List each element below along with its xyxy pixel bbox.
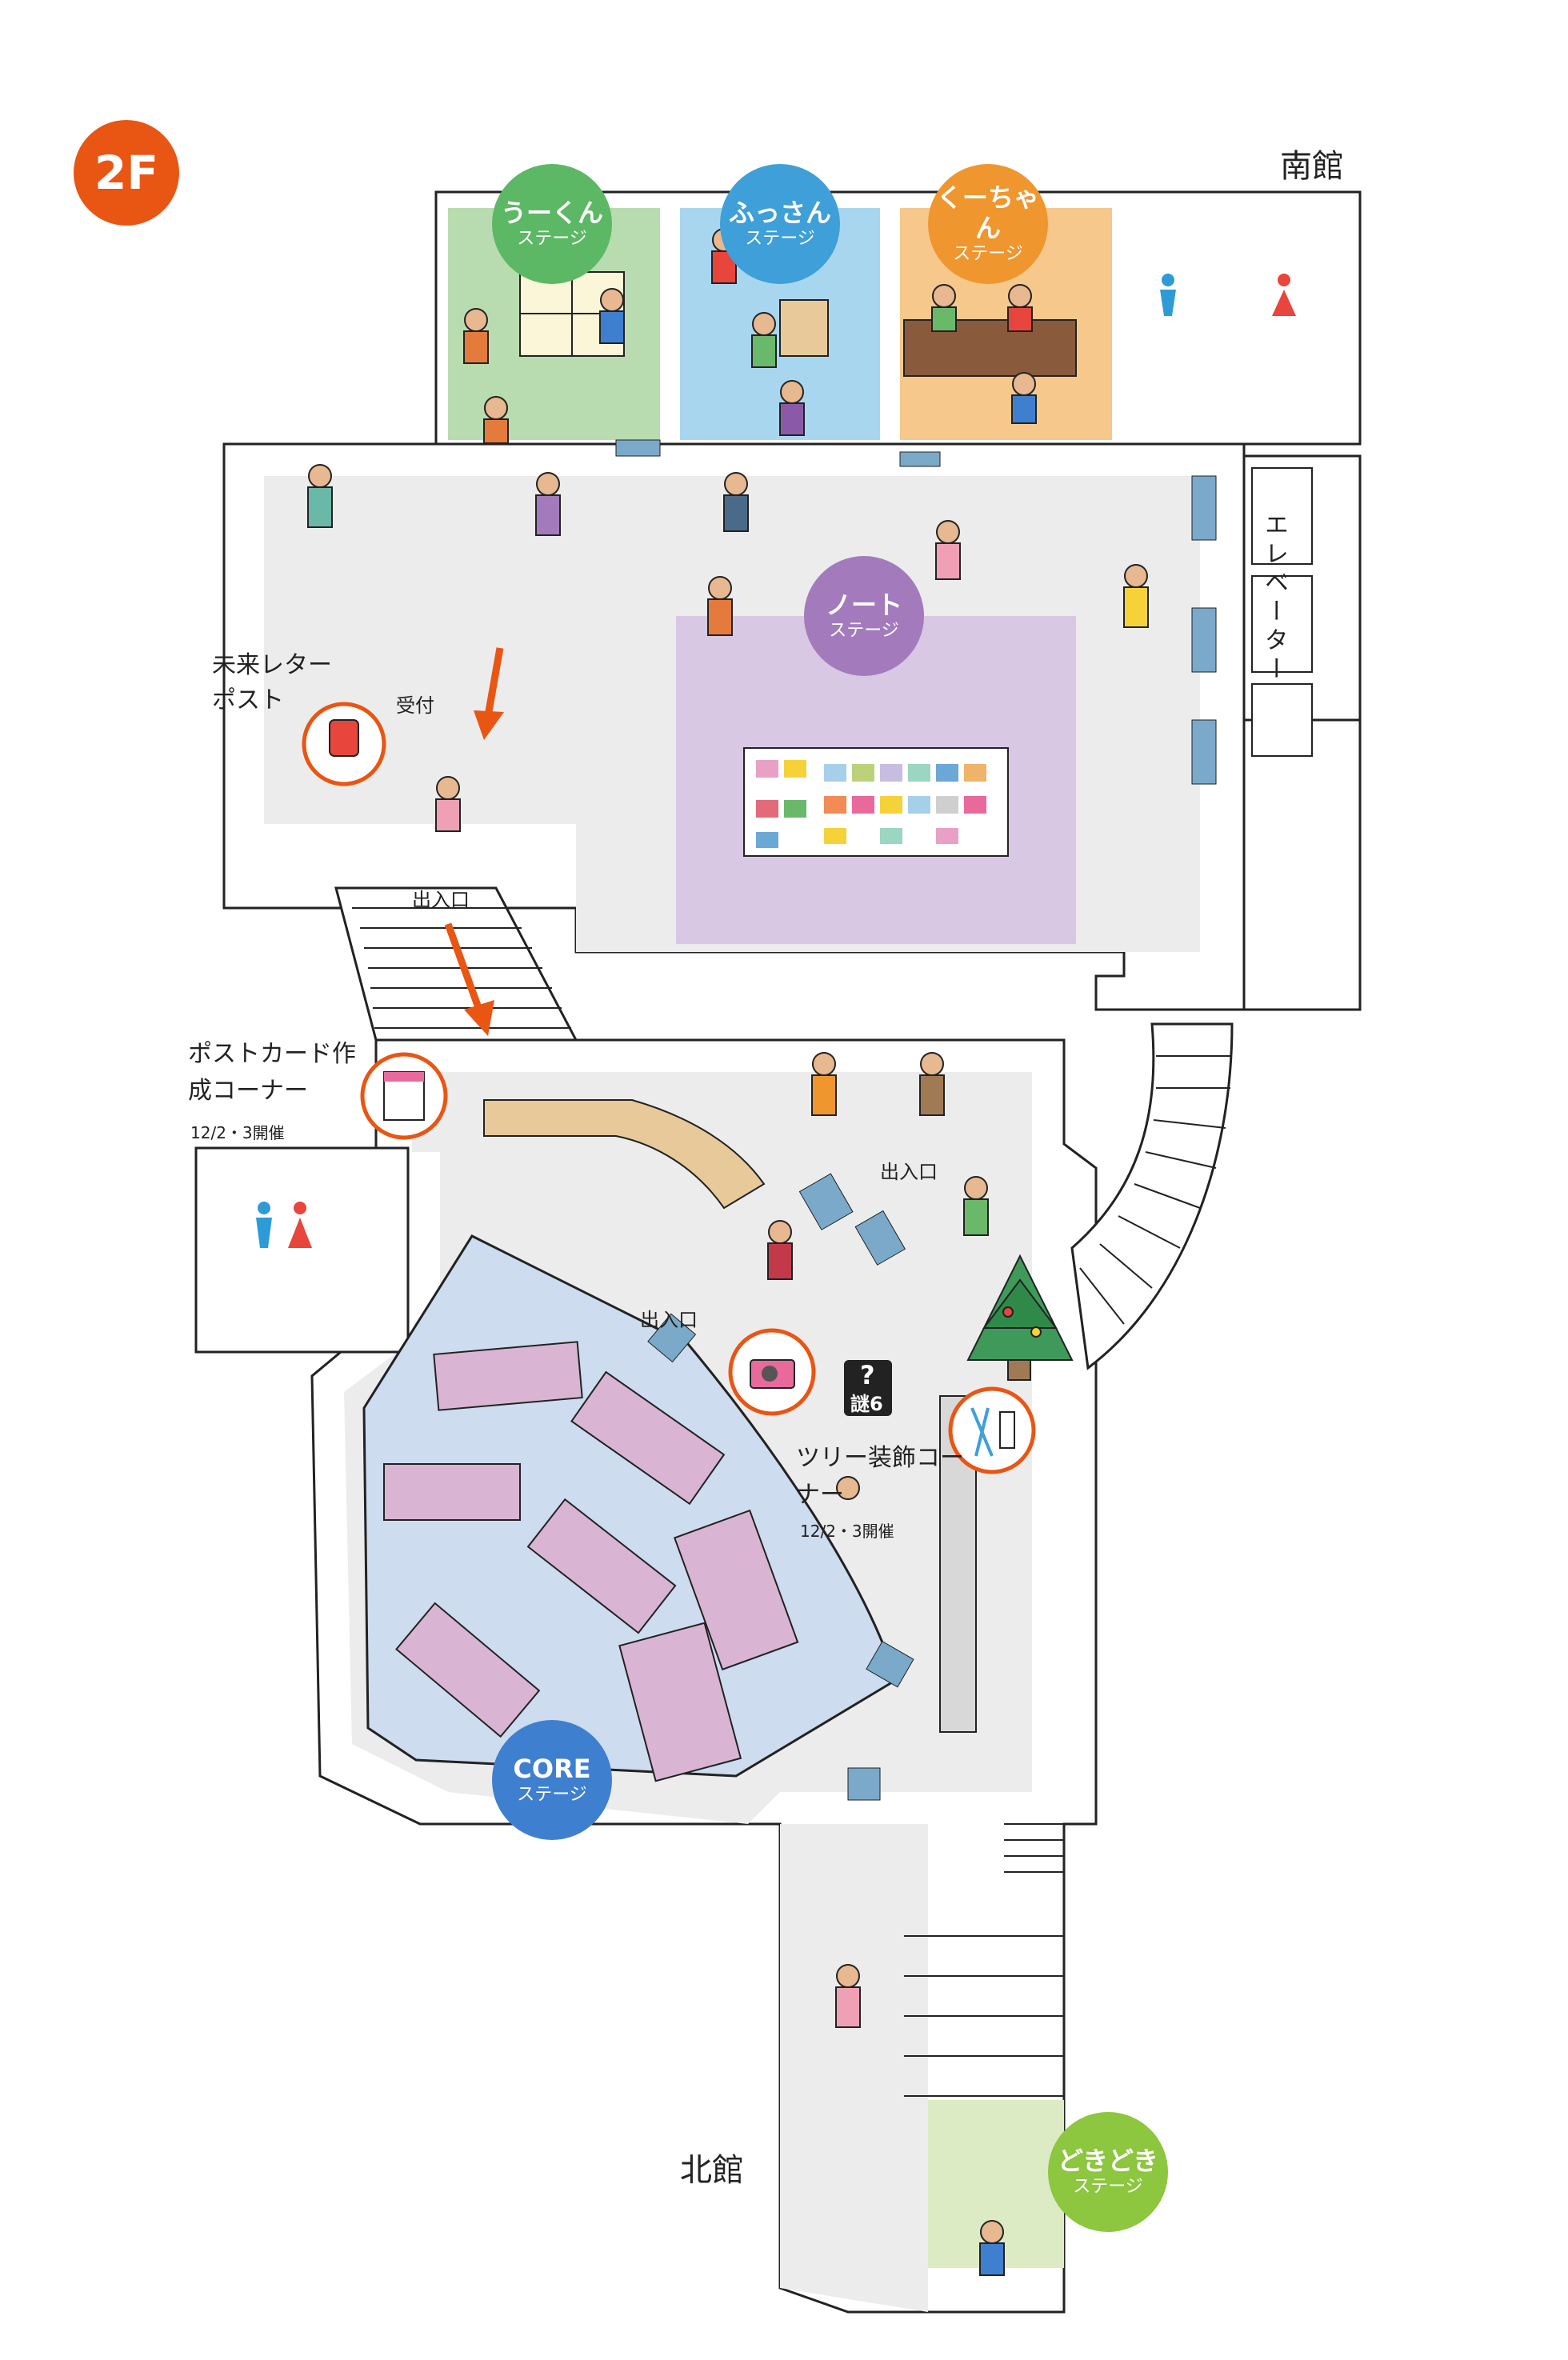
note-stage-badge[interactable]: ノート ステージ bbox=[804, 556, 924, 676]
south-building-label: 南館 bbox=[1280, 148, 1344, 185]
yoga-mats bbox=[383, 1341, 799, 1782]
kuchan-table bbox=[903, 319, 1077, 377]
future-post-label: 未来レターポスト bbox=[212, 651, 332, 714]
reception-label: 受付 bbox=[396, 694, 434, 717]
stage-name: ノート bbox=[825, 590, 902, 620]
stage-name: CORE bbox=[513, 1754, 591, 1784]
stage-name: うーくん bbox=[500, 198, 603, 228]
stage-sub: ステージ bbox=[745, 229, 815, 249]
tree-corner-label: ツリー装飾コーナー bbox=[796, 1444, 964, 1509]
stairs bbox=[352, 907, 1232, 2097]
stage-name: くーちゃん bbox=[936, 182, 1039, 243]
entrance-label: 出入口 bbox=[640, 1309, 698, 1331]
core-stage-badge[interactable]: CORE ステージ bbox=[492, 1720, 612, 1840]
stage-sub: ステージ bbox=[829, 621, 899, 641]
elevator-boxes bbox=[1251, 467, 1313, 757]
question-mark-icon: ? bbox=[860, 1360, 875, 1390]
fussan-stage-badge[interactable]: ふっさん ステージ bbox=[720, 164, 840, 284]
ukun-stage-badge[interactable]: うーくん ステージ bbox=[492, 164, 612, 284]
kuchan-stage-badge[interactable]: くーちゃん ステージ bbox=[928, 164, 1048, 284]
entrance-label: 出入口 bbox=[880, 1161, 938, 1183]
stage-sub: ステージ bbox=[953, 244, 1023, 264]
stage-sub: ステージ bbox=[517, 229, 587, 249]
postcard-corner-label: ポストカード作成コーナー bbox=[188, 1040, 356, 1105]
doors bbox=[615, 439, 1217, 1801]
entrance-label: 出入口 bbox=[412, 889, 470, 911]
elevator-label: エレベーター bbox=[1260, 512, 1288, 685]
stage-sub: ステージ bbox=[517, 1785, 587, 1805]
postcard-dates-label: 12/2・3開催 bbox=[190, 1123, 285, 1142]
restroom-icon bbox=[256, 274, 1296, 1248]
north-building-label: 北館 bbox=[680, 2152, 744, 2189]
tree-dates-label: 12/2・3開催 bbox=[800, 1522, 894, 1541]
stage-sub: ステージ bbox=[1073, 2177, 1143, 2197]
note-cards bbox=[756, 760, 986, 848]
tree-icon bbox=[966, 1254, 1074, 1381]
bench bbox=[483, 1099, 766, 1210]
stage-name: ふっさん bbox=[728, 198, 831, 228]
fussan-table bbox=[779, 299, 829, 357]
mystery-icon bbox=[844, 1360, 892, 1416]
mystery-label: 謎6 bbox=[850, 1393, 883, 1415]
visitors bbox=[307, 228, 1149, 2276]
floor-badge: 2F bbox=[74, 120, 179, 226]
stage-name: どきどき bbox=[1057, 2146, 1159, 2176]
dokidoki-stage-badge[interactable]: どきどき ステージ bbox=[1048, 2112, 1168, 2232]
arrow-icon bbox=[444, 647, 504, 1036]
